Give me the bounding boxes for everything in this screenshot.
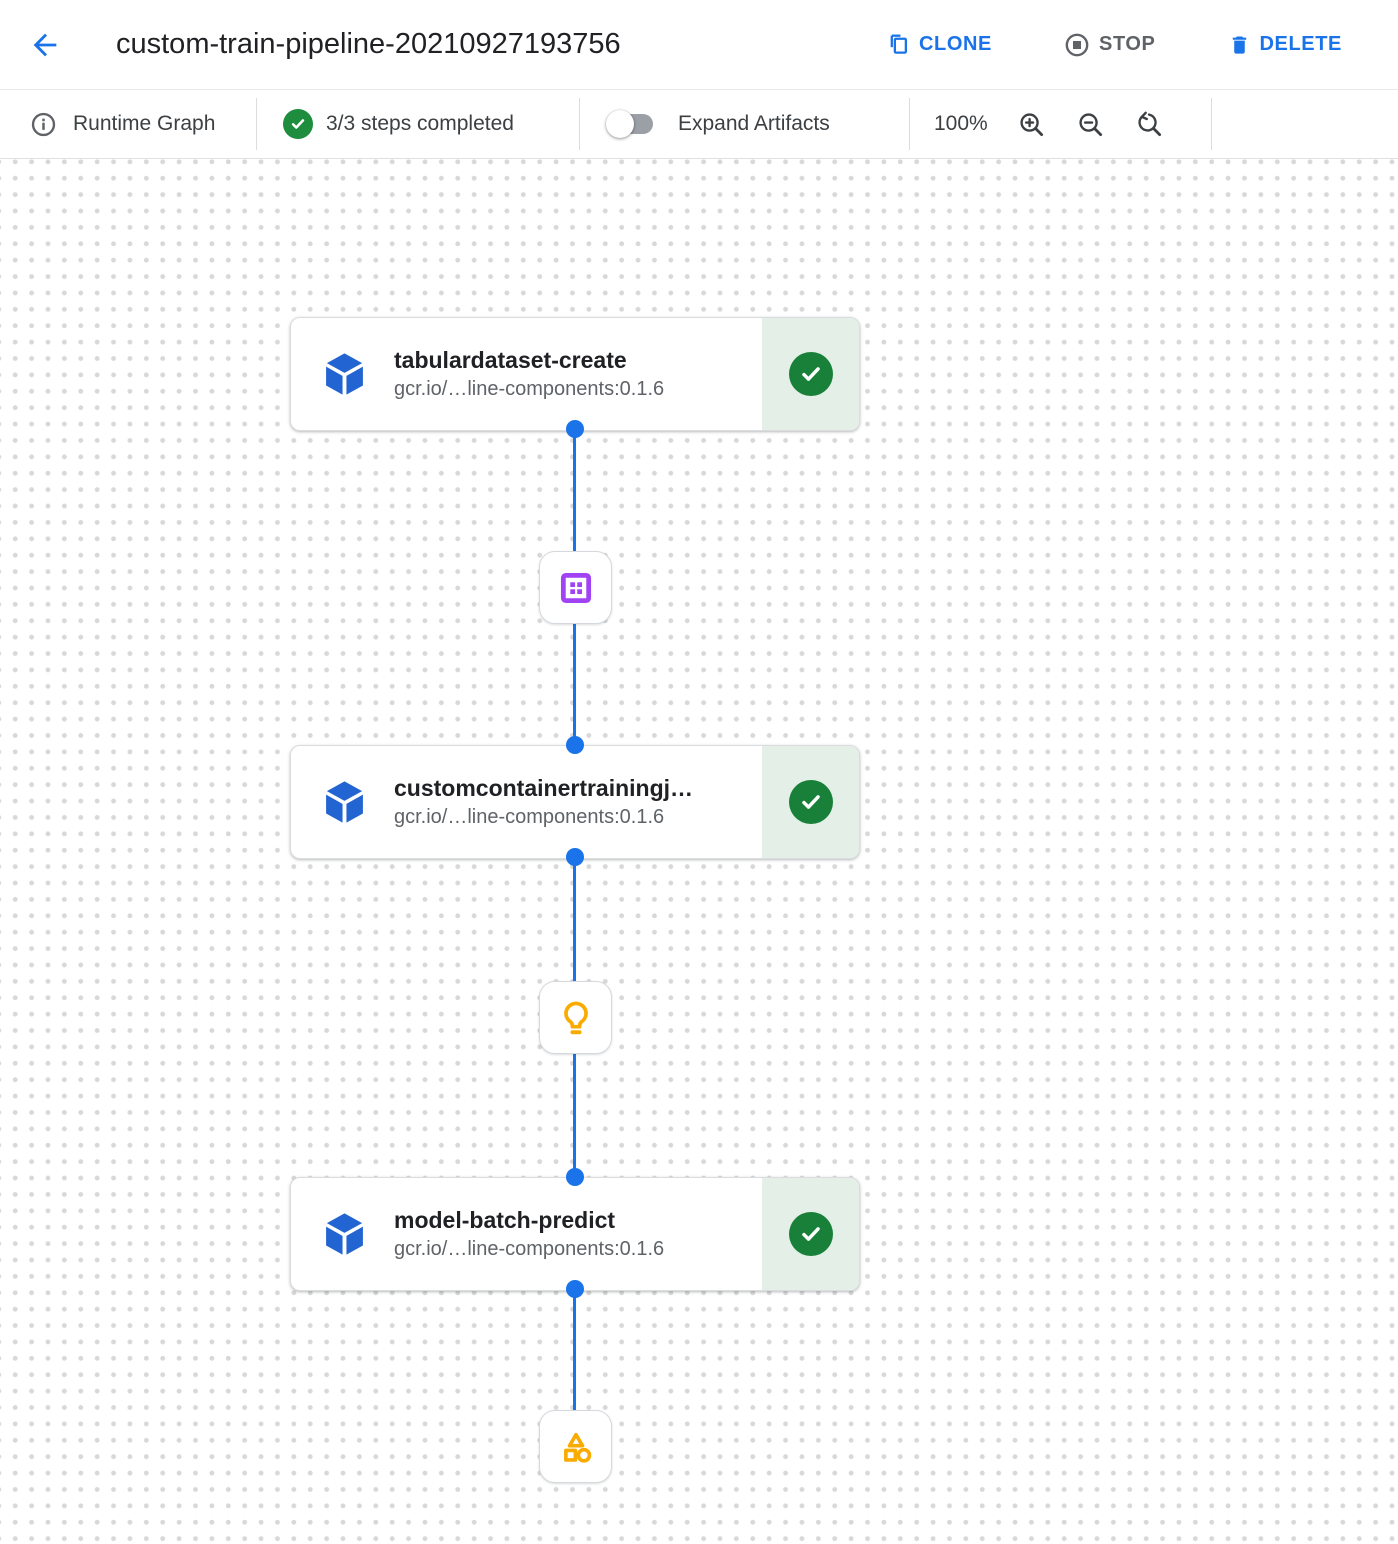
node-title: model-batch-predict (394, 1207, 616, 1233)
zoom-controls-section: 100% (910, 90, 1211, 158)
node-title: customcontainertrainingj… (394, 775, 694, 801)
node-body: tabulardataset-create gcr.io/…line-compo… (291, 318, 762, 430)
info-icon[interactable] (28, 109, 59, 140)
artifact-node-model[interactable] (539, 981, 612, 1054)
component-cube-icon (321, 1211, 368, 1258)
runtime-graph-section: Runtime Graph (0, 90, 256, 158)
page-title: custom-train-pipeline-20210927193756 (116, 28, 621, 60)
toolbar-divider (909, 98, 910, 150)
toolbar-divider (256, 98, 257, 150)
pipeline-node-customcontainertrainingjob[interactable]: customcontainertrainingj… gcr.io/…line-c… (290, 745, 860, 859)
stop-button-label: STOP (1099, 33, 1156, 55)
node-subtitle: gcr.io/…line-components:0.1.6 (394, 378, 665, 400)
zoom-out-button[interactable] (1075, 109, 1106, 140)
status-check-icon (788, 780, 833, 824)
zoom-level: 100% (934, 112, 988, 135)
artifact-node-dataset[interactable] (539, 551, 612, 624)
edge-node3-artifact (573, 1289, 576, 1414)
node-status-panel (762, 318, 859, 430)
graph-toolbar: Runtime Graph 3/3 steps completed Expand… (0, 90, 1398, 159)
node-texts: tabulardataset-create gcr.io/…line-compo… (394, 347, 664, 401)
zoom-in-icon (1018, 111, 1045, 138)
stop-icon (1064, 32, 1090, 58)
expand-artifacts-section: Expand Artifacts (580, 90, 909, 158)
zoom-reset-icon (1136, 111, 1163, 138)
zoom-reset-button[interactable] (1134, 109, 1165, 140)
node-title: tabulardataset-create (394, 347, 627, 373)
runtime-graph-label: Runtime Graph (73, 112, 216, 135)
pipeline-node-model-batch-predict[interactable]: model-batch-predict gcr.io/…line-compone… (290, 1177, 860, 1291)
node-subtitle: gcr.io/…line-components:0.1.6 (394, 806, 665, 828)
steps-completed-label: 3/3 steps completed (326, 112, 514, 135)
toolbar-divider (1211, 98, 1212, 150)
header-actions: CLONE STOP DELETE (883, 0, 1346, 89)
arrow-back-icon (28, 28, 62, 62)
input-port (566, 1168, 584, 1186)
header: custom-train-pipeline-20210927193756 CLO… (0, 0, 1398, 90)
node-body: customcontainertrainingj… gcr.io/…line-c… (291, 746, 762, 858)
expand-artifacts-label: Expand Artifacts (678, 112, 830, 135)
node-texts: model-batch-predict gcr.io/…line-compone… (394, 1207, 664, 1261)
component-cube-icon (321, 779, 368, 826)
node-status-panel (762, 1178, 859, 1290)
clone-icon (887, 33, 910, 56)
node-status-panel (762, 746, 859, 858)
steps-completed-section: 3/3 steps completed (257, 90, 579, 158)
zoom-out-icon (1077, 111, 1104, 138)
pipeline-graph-canvas[interactable]: tabulardataset-create gcr.io/…line-compo… (0, 159, 1398, 1544)
artifact-shapes-icon (557, 1428, 595, 1466)
input-port (566, 736, 584, 754)
pipeline-node-tabulardataset-create[interactable]: tabulardataset-create gcr.io/…line-compo… (290, 317, 860, 431)
output-port (566, 848, 584, 866)
toggle-knob (606, 110, 634, 138)
back-button[interactable] (24, 24, 66, 66)
node-texts: customcontainertrainingj… gcr.io/…line-c… (394, 775, 693, 829)
node-body: model-batch-predict gcr.io/…line-compone… (291, 1178, 762, 1290)
check-circle-icon (283, 109, 313, 139)
dataset-icon (557, 569, 595, 607)
stop-button[interactable]: STOP (1060, 26, 1160, 64)
delete-button[interactable]: DELETE (1224, 27, 1347, 62)
expand-artifacts-toggle[interactable] (606, 110, 656, 138)
status-check-icon (788, 352, 833, 396)
clone-button[interactable]: CLONE (883, 27, 996, 62)
artifact-node-batch-prediction[interactable] (539, 1410, 612, 1483)
model-icon (557, 999, 595, 1037)
status-check-icon (788, 1212, 833, 1256)
component-cube-icon (321, 351, 368, 398)
output-port (566, 1280, 584, 1298)
toolbar-divider (579, 98, 580, 150)
delete-button-label: DELETE (1259, 33, 1342, 55)
zoom-in-button[interactable] (1016, 109, 1047, 140)
output-port (566, 420, 584, 438)
clone-button-label: CLONE (919, 33, 992, 55)
node-subtitle: gcr.io/…line-components:0.1.6 (394, 1238, 665, 1260)
delete-icon (1228, 33, 1251, 56)
